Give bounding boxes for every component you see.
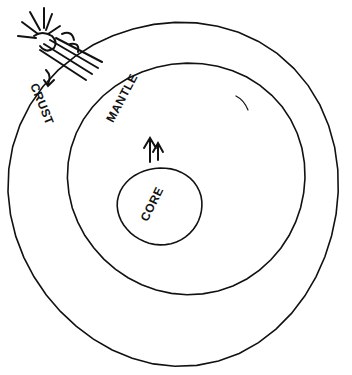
scribble: [62, 33, 78, 52]
layer-outline: [66, 60, 308, 296]
tick-mark: [236, 96, 248, 110]
convection-arrow: [144, 138, 163, 162]
crust-layer: CRUST MANTLE CORE: [6, 16, 344, 368]
core-layer: CORE: [116, 166, 204, 246]
layer-outline-path: [8, 22, 338, 366]
layer-outline-path: [67, 63, 305, 295]
layer-outline: [6, 16, 344, 368]
mantle-layer: MANTLE CORE: [66, 60, 308, 296]
layer-outline-path: [117, 168, 202, 245]
layer-label: MANTLE: [104, 72, 139, 124]
layer-label: CORE: [139, 185, 166, 223]
layer-label: CRUST: [28, 81, 56, 126]
layer-outline: [116, 166, 204, 246]
